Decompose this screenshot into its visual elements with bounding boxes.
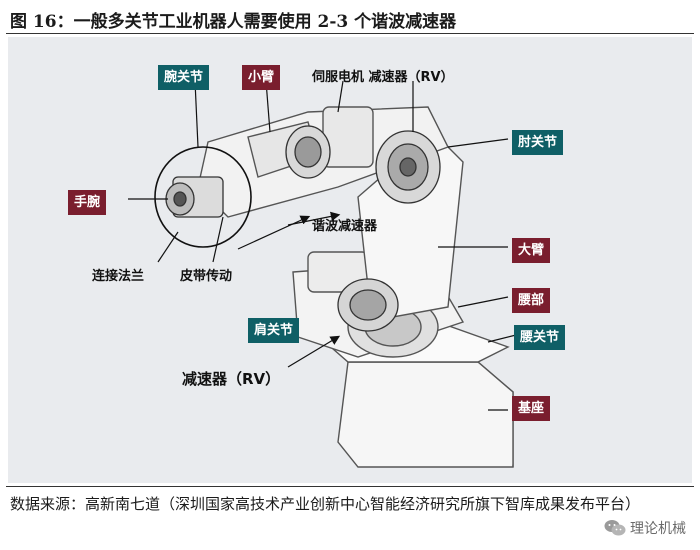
title-rule (6, 33, 694, 34)
figure-title: 图 16：一般多关节工业机器人需要使用 2-3 个谐波减速器 (10, 12, 457, 32)
label-harmonic-reducer: 谐波减速器 (312, 219, 378, 234)
wechat-icon (604, 520, 626, 536)
label-elbow-joint: 肘关节 (512, 130, 564, 155)
label-reducer-rv: 减速器（RV） (182, 370, 281, 388)
watermark: 理论机械 (604, 518, 686, 538)
label-belt-drive: 皮带传动 (180, 269, 233, 284)
label-waist-joint: 腰关节 (514, 325, 566, 350)
label-forearm: 小臂 (242, 65, 281, 90)
robot-arm-drawing (128, 80, 517, 468)
label-servo-reducer: 伺服电机 减速器（RV） (312, 70, 454, 85)
source-note: 数据来源：高新南七道（深圳国家高技术产业创新中心智能经济研究所旗下智库成果发布平… (10, 495, 641, 513)
wrist-body (154, 146, 252, 248)
joint-discs (285, 125, 441, 332)
watermark-text: 理论机械 (630, 521, 686, 537)
label-shoulder-joint: 肩关节 (248, 318, 300, 343)
label-waist: 腰部 (512, 288, 551, 313)
label-upper-arm: 大臂 (512, 238, 551, 263)
label-base: 基座 (512, 396, 551, 421)
label-flange: 连接法兰 (92, 269, 145, 284)
bottom-rule (6, 486, 694, 487)
label-wrist: 手腕 (68, 190, 107, 215)
label-wrist-joint: 腕关节 (158, 65, 210, 90)
